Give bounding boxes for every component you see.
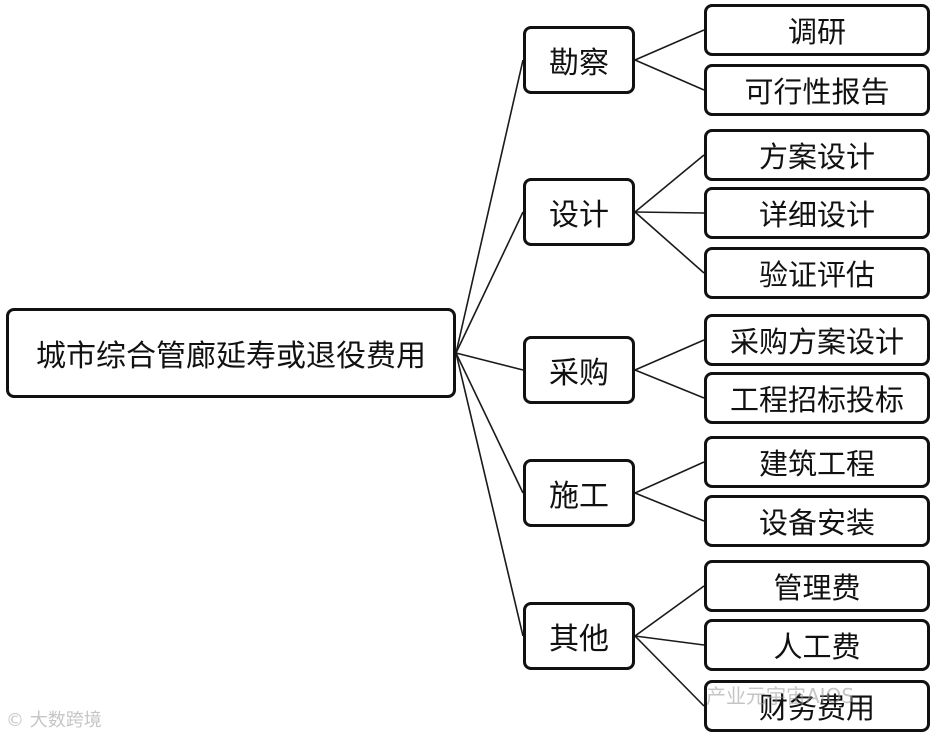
leaf-node-equipment-installation: 设备安装 <box>704 495 930 547</box>
leaf-node-labor-cost: 人工费 <box>704 619 930 671</box>
category-node-procurement: 采购 <box>523 336 635 404</box>
leaf-node-verification-assessment: 验证评估 <box>704 247 930 299</box>
watermark-left: © 大数跨境 <box>6 710 102 731</box>
connector-survey-1 <box>634 59 705 91</box>
category-node-design: 设计 <box>523 178 635 246</box>
connector-design-0 <box>634 154 705 213</box>
connector-other-1 <box>634 635 705 646</box>
leaf-label: 财务费用 <box>758 691 875 725</box>
connector-procurement-1 <box>634 369 705 399</box>
connector-root-procurement <box>455 352 524 371</box>
leaf-label: 管理费 <box>773 571 861 605</box>
connector-design-1 <box>634 211 705 214</box>
leaf-node-management-fee: 管理费 <box>704 560 930 612</box>
category-label: 采购 <box>549 356 609 391</box>
leaf-node-scheme-design: 方案设计 <box>704 129 930 181</box>
leaf-node-detailed-design: 详细设计 <box>704 187 930 239</box>
connector-construction-0 <box>634 461 705 494</box>
leaf-label: 工程招标投标 <box>729 383 904 417</box>
connector-survey-0 <box>634 29 705 61</box>
leaf-node-building-works: 建筑工程 <box>704 436 930 488</box>
connector-other-0 <box>634 585 705 637</box>
leaf-label: 验证评估 <box>758 258 875 292</box>
leaf-node-procurement-plan: 采购方案设计 <box>704 314 930 366</box>
connector-root-design <box>455 211 524 354</box>
connector-design-2 <box>634 211 705 274</box>
category-label: 其他 <box>549 622 609 657</box>
category-node-survey: 勘察 <box>523 26 635 94</box>
category-label: 勘察 <box>549 46 609 81</box>
category-node-other: 其他 <box>523 602 635 670</box>
root-node: 城市综合管廊延寿或退役费用 <box>6 308 456 398</box>
category-label: 设计 <box>549 198 609 233</box>
connector-construction-1 <box>634 492 705 522</box>
connector-other-2 <box>634 635 705 707</box>
root-node-label: 城市综合管廊延寿或退役费用 <box>36 339 426 374</box>
connector-root-other <box>455 352 524 637</box>
connector-root-construction <box>455 352 524 494</box>
watermark-right: 产业元宇宙AIOS <box>706 684 855 708</box>
leaf-label: 人工费 <box>773 630 861 664</box>
leaf-label: 可行性报告 <box>744 75 890 109</box>
category-label: 施工 <box>549 479 609 514</box>
leaf-node-feasibility-report: 可行性报告 <box>704 64 930 116</box>
leaf-label: 调研 <box>787 15 846 49</box>
connector-root-survey <box>455 59 524 354</box>
leaf-node-tendering: 工程招标投标 <box>704 372 930 424</box>
category-node-construction: 施工 <box>523 459 635 527</box>
leaf-label: 设备安装 <box>758 506 875 540</box>
leaf-label: 详细设计 <box>758 198 875 232</box>
leaf-node-survey-research: 调研 <box>704 4 930 56</box>
leaf-label: 建筑工程 <box>758 447 875 481</box>
leaf-label: 采购方案设计 <box>729 325 904 359</box>
leaf-node-financial-cost: 财务费用 <box>704 680 930 732</box>
connector-procurement-0 <box>634 339 705 371</box>
leaf-label: 方案设计 <box>758 140 875 174</box>
